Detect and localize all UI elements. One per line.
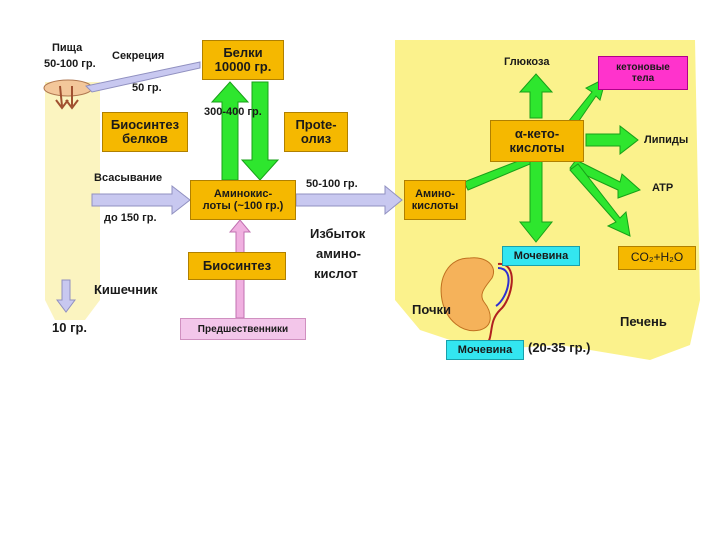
proteins-title: Белки: [223, 44, 263, 60]
ketone-line2: тела: [631, 73, 655, 84]
feces-arrow: [56, 279, 76, 313]
proteins-amount: 10000 гр.: [214, 59, 272, 74]
liver-amino-acids-box: Амино- кислоты: [404, 180, 466, 220]
excess-label-1: Избыток: [310, 226, 366, 241]
to-co2-arrow: [569, 163, 631, 237]
turnover-label: 300-400 гр.: [204, 106, 262, 118]
food-amount-label: 50-100 гр.: [44, 58, 96, 70]
kidneys-label: Почки: [412, 302, 452, 317]
absorption-amount-label: до 150 гр.: [104, 212, 157, 224]
protein-biosynthesis-line1: Биосинтез: [110, 116, 180, 132]
liver-amino-line2: кислоты: [411, 200, 459, 212]
urine-tube: [485, 262, 513, 347]
urea-output-box: Мочевина: [446, 340, 524, 360]
glucose-label: Глюкоза: [504, 56, 550, 68]
excess-label-2: амино-: [316, 246, 361, 261]
excess-label-3: кислот: [314, 266, 358, 281]
proteolysis-line2: олиз: [300, 131, 332, 146]
protein-biosynthesis-line2: белков: [122, 131, 168, 146]
lipids-label: Липиды: [644, 134, 689, 146]
proteolysis-down-arrow: [240, 81, 280, 181]
transfer-amount-label: 50-100 гр.: [306, 178, 358, 190]
liver-label: Печень: [620, 314, 667, 329]
proteolysis-line1: Прote-: [295, 116, 337, 132]
proteolysis-box: Прote- олиз: [284, 112, 348, 152]
transfer-arrow: [295, 184, 403, 216]
kidney-icon: [440, 257, 494, 332]
intestine-label: Кишечник: [94, 282, 158, 297]
keto-line2: кислоты: [509, 140, 565, 155]
mouth-icon: [43, 79, 93, 97]
ketone-bodies-box: кетоновые тела: [598, 56, 688, 90]
atp-label: ATP: [652, 182, 674, 194]
secretion-label: Секреция: [112, 50, 165, 62]
co2-h2o-box: CO₂+H₂O: [618, 246, 696, 270]
biosynthesis-box: Биосинтез: [188, 252, 286, 280]
intestine-shape: [45, 82, 100, 320]
ketone-line1: кетоновые: [616, 62, 670, 73]
biosynthesis-up-arrow: [210, 81, 250, 181]
to-glucose-arrow: [518, 73, 554, 119]
absorption-arrow: [91, 184, 191, 216]
protein-biosynthesis-box: Биосинтез белков: [102, 112, 188, 152]
to-lipids-arrow: [585, 124, 639, 156]
feces-amount-label: 10 гр.: [52, 320, 88, 335]
amino-pool-line2: лоты (~100 гр.): [202, 200, 284, 212]
urea-box: Мочевина: [502, 246, 580, 266]
food-label: Пища: [52, 42, 83, 54]
absorption-label: Всасывание: [94, 172, 163, 184]
proteins-box: Белки 10000 гр.: [202, 40, 284, 80]
keto-line1: α-кето-: [514, 125, 560, 141]
urea-output-amount: (20-35 гр.): [528, 340, 591, 355]
secretion-amount-label: 50 гр.: [132, 82, 162, 94]
liver-amino-line1: Амино-: [415, 187, 455, 200]
keto-acids-box: α-кето- кислоты: [490, 120, 584, 162]
secretion-arrow: [84, 61, 201, 93]
precursors-box: Предшественники: [180, 318, 306, 340]
amino-pool-line1: Аминокис-: [213, 187, 273, 200]
amino-acid-pool-box: Аминокис- лоты (~100 гр.): [190, 180, 296, 220]
to-urea-arrow: [518, 159, 554, 243]
